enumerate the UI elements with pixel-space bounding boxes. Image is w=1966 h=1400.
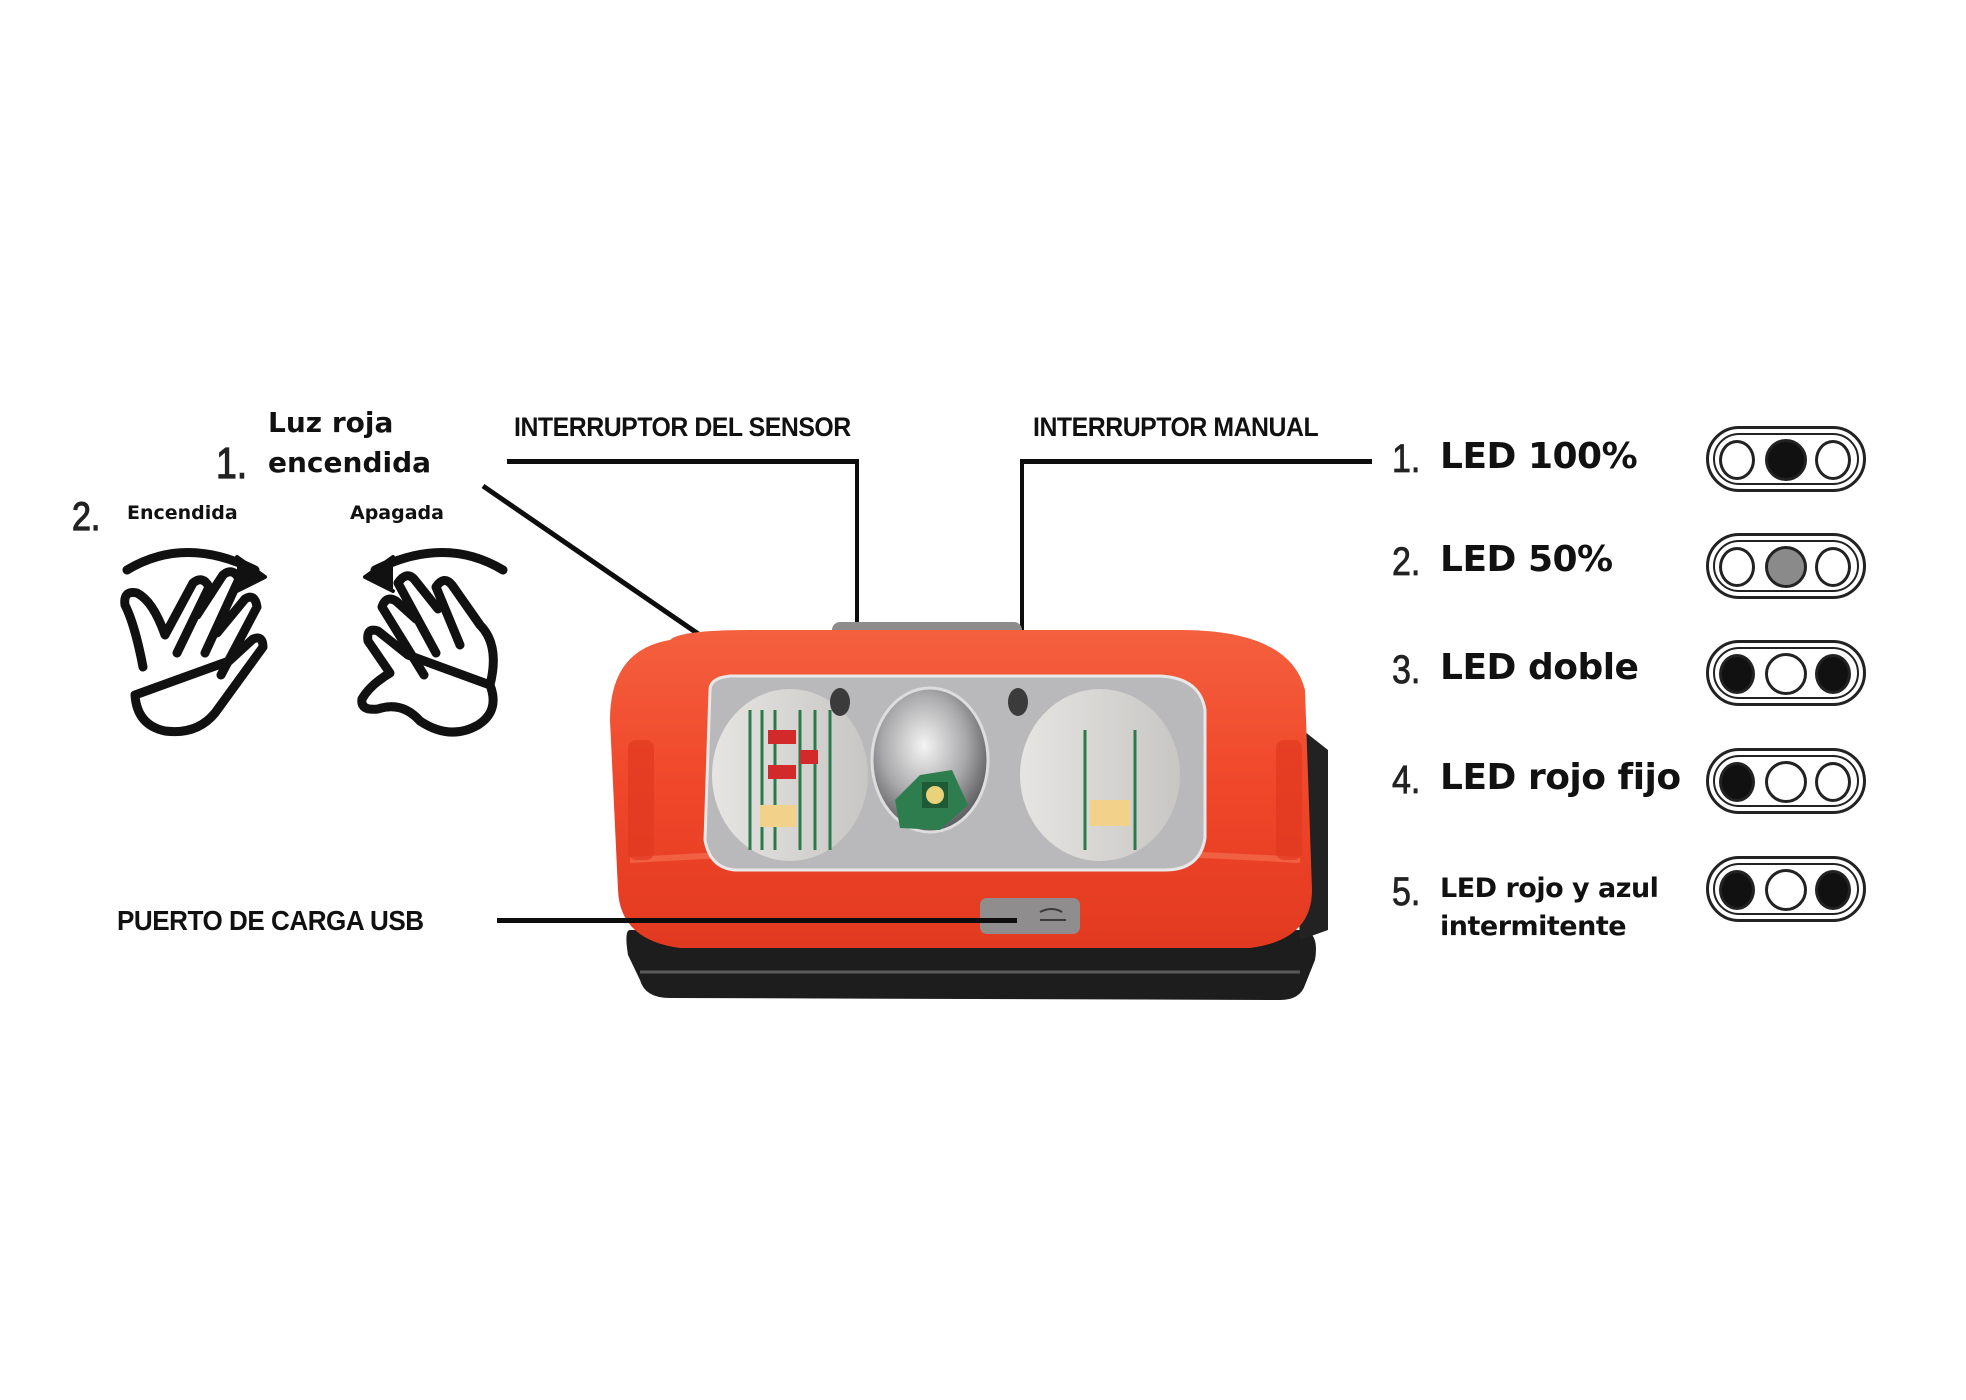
hand-wave-right-icon bbox=[120, 548, 268, 737]
led-mode-3-number: 3. bbox=[1392, 648, 1421, 693]
indicator-dot-center bbox=[1765, 546, 1807, 588]
led-mode-5-label-line2: intermitente bbox=[1440, 911, 1627, 942]
indicator-dot-center bbox=[1765, 653, 1807, 695]
indicator-dot-center bbox=[1765, 761, 1807, 803]
usb-port-leader bbox=[497, 918, 1017, 923]
sensor-on-label: Encendida bbox=[127, 502, 238, 524]
manual-switch-leader-h bbox=[1020, 459, 1372, 464]
indicator-dot-center bbox=[1765, 439, 1807, 481]
sensor-mode-1-number: 1. bbox=[215, 438, 248, 488]
headlamp-image bbox=[610, 622, 1328, 1000]
usb-port-label: PUERTO DE CARGA USB bbox=[117, 905, 424, 936]
led-mode-5: 5. LED rojo y azul intermitente bbox=[1392, 870, 1659, 946]
sensor-mode-1-line1: Luz roja bbox=[268, 406, 394, 439]
sensor-mode-2-number: 2. bbox=[71, 494, 101, 539]
led-mode-3-indicator bbox=[1706, 640, 1866, 706]
indicator-dot-left bbox=[1719, 440, 1755, 480]
led-mode-5-indicator bbox=[1706, 856, 1866, 922]
sensor-switch-leader-h bbox=[507, 459, 859, 464]
indicator-dot-center bbox=[1765, 869, 1807, 911]
sensor-switch-label: INTERRUPTOR DEL SENSOR bbox=[514, 412, 851, 442]
manual-switch-label: INTERRUPTOR MANUAL bbox=[1033, 412, 1319, 442]
led-mode-3: 3. LED doble bbox=[1392, 647, 1639, 693]
led-mode-4-number: 4. bbox=[1392, 758, 1421, 803]
led-mode-4-label: LED rojo fijo bbox=[1440, 757, 1681, 798]
led-mode-5-number: 5. bbox=[1392, 870, 1421, 915]
hand-wave-left-icon bbox=[357, 548, 508, 737]
indicator-dot-left bbox=[1719, 870, 1755, 910]
led-mode-3-label: LED doble bbox=[1440, 647, 1639, 688]
led-mode-5-label-line1: LED rojo y azul bbox=[1440, 873, 1659, 904]
indicator-dot-left bbox=[1719, 762, 1755, 802]
sensor-switch-leader-v bbox=[855, 459, 859, 634]
indicator-dot-right bbox=[1815, 762, 1851, 802]
indicator-dot-left bbox=[1719, 654, 1755, 694]
indicator-dot-left bbox=[1719, 547, 1755, 587]
led-mode-2-number: 2. bbox=[1392, 540, 1421, 585]
led-mode-1-indicator bbox=[1706, 426, 1866, 492]
led-mode-4-indicator bbox=[1706, 748, 1866, 814]
sensor-off-label: Apagada bbox=[350, 502, 444, 524]
indicator-dot-right bbox=[1815, 654, 1851, 694]
sensor-mode-1-line2: encendida bbox=[268, 446, 432, 479]
indicator-dot-right bbox=[1815, 440, 1851, 480]
led-mode-2: 2. LED 50% bbox=[1392, 540, 1613, 585]
indicator-dot-right bbox=[1815, 547, 1851, 587]
led-mode-1-label: LED 100% bbox=[1440, 436, 1638, 477]
led-mode-2-label: LED 50% bbox=[1440, 539, 1613, 580]
led-mode-4: 4. LED rojo fijo bbox=[1392, 758, 1681, 803]
led-mode-1: 1. LED 100% bbox=[1392, 436, 1638, 482]
manual-switch-leader-v bbox=[1020, 459, 1024, 634]
led-mode-2-indicator bbox=[1706, 533, 1866, 599]
led-mode-5-label: LED rojo y azul intermitente bbox=[1440, 870, 1659, 946]
led-mode-1-number: 1. bbox=[1392, 437, 1421, 482]
indicator-dot-right bbox=[1815, 870, 1851, 910]
